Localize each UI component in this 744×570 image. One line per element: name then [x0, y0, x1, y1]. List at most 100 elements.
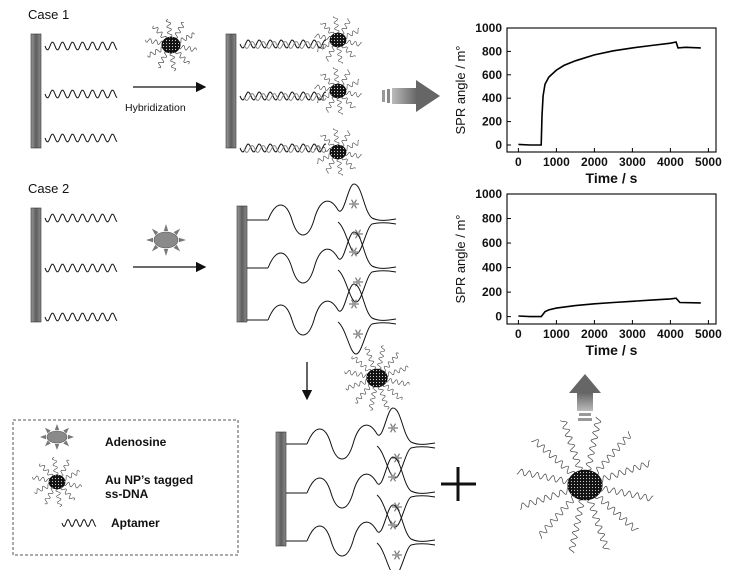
adenosine-mark-core	[390, 425, 396, 431]
x-axis-label: Time / s	[586, 170, 638, 186]
gold-nanoparticle	[567, 469, 603, 501]
dna-arm	[341, 96, 356, 109]
dna-arm	[314, 84, 332, 92]
aptamer-strand	[44, 312, 118, 322]
aptamer-strand	[337, 321, 397, 355]
adenosine-spike	[44, 427, 51, 434]
dna-arm	[385, 378, 410, 387]
case1-label: Case 1	[28, 7, 69, 22]
dna-arm	[316, 92, 332, 103]
dna-arm	[587, 498, 610, 550]
dna-arm	[333, 16, 340, 34]
au-np-bound-case1	[314, 16, 362, 176]
big-right-arrow	[382, 80, 440, 112]
x-tick-label: 2000	[581, 327, 608, 341]
adenosine-body	[153, 231, 179, 249]
dna-arm	[147, 46, 164, 58]
substrate-rod-case2-bound	[236, 205, 248, 323]
legend-aptamer-label: Aptamer	[111, 516, 160, 530]
dna-arm	[355, 383, 372, 404]
dna-arm	[44, 487, 54, 505]
aptamer-strand	[44, 133, 118, 143]
dna-arm	[60, 487, 75, 501]
aptamer-strand	[44, 213, 118, 223]
aptamer-strand	[306, 407, 436, 460]
adenosine-mark-core	[351, 301, 357, 307]
dna-arm	[344, 151, 362, 159]
adenosine-spike	[173, 228, 181, 236]
au-np-tagged-dna-case1-reagent	[145, 18, 197, 72]
x-tick-label: 3000	[619, 327, 646, 341]
dna-arm	[178, 32, 195, 44]
dna-arm	[560, 420, 583, 472]
dna-arm	[595, 494, 639, 531]
aptamer-icon	[61, 518, 97, 528]
dna-arm	[325, 96, 335, 113]
adenosine-mark-core	[351, 201, 357, 207]
dna-arm	[145, 38, 164, 45]
dna-arm	[178, 45, 197, 52]
dna-arm	[165, 18, 173, 38]
adenosine-mark-core	[355, 331, 361, 337]
aptamer-strand	[376, 494, 436, 528]
dna-arm	[32, 475, 51, 483]
dna-arm	[34, 483, 51, 495]
aptamer-strand	[239, 39, 327, 49]
complementary-strand	[243, 40, 327, 50]
dna-arm	[539, 495, 576, 539]
adenosine-mark-core	[355, 279, 361, 285]
dna-arm	[351, 356, 372, 373]
aptamer-strand	[376, 445, 436, 479]
adenosine-spike	[40, 434, 46, 440]
dna-arm	[63, 481, 82, 489]
dna-arm	[516, 468, 571, 485]
y-tick-label: 0	[495, 310, 502, 324]
y-tick-label: 200	[482, 285, 502, 299]
dna-arm	[345, 378, 369, 391]
dna-arm	[314, 33, 332, 41]
dna-arm	[377, 386, 390, 410]
aptamer-strand	[267, 283, 397, 336]
y-tick-label: 600	[482, 236, 502, 250]
adenosine-body	[46, 430, 68, 444]
dna-arm	[341, 130, 351, 147]
adenosine-mark-core	[394, 552, 400, 558]
aptamer-strand	[306, 456, 436, 509]
dna-arm	[382, 383, 403, 400]
hybridized-strands-case1	[239, 39, 327, 154]
aptamer-strands-case2	[44, 213, 118, 322]
dna-arm	[152, 25, 167, 40]
substrate-rod-case2	[30, 207, 42, 323]
y-axis-label: SPR angle / m°	[453, 45, 468, 134]
dna-arm	[325, 45, 335, 62]
dna-arm	[344, 79, 360, 90]
y-tick-label: 600	[482, 68, 502, 82]
x-tick-label: 2000	[581, 155, 608, 169]
legend-adenosine-label: Adenosine	[105, 435, 167, 449]
aptamer-strand	[239, 91, 327, 101]
dna-arm	[175, 50, 190, 65]
aptamer-strand	[44, 263, 118, 273]
dna-arm	[520, 487, 572, 510]
dna-arm	[344, 39, 362, 47]
adenosine-spike	[151, 228, 159, 236]
aptamer-strand	[376, 542, 436, 570]
dna-arm	[333, 67, 340, 85]
adenosine-reagent	[146, 224, 186, 256]
dna-arm	[320, 22, 335, 35]
plot-frame	[506, 193, 717, 325]
dna-arm	[336, 158, 343, 176]
gold-nanoparticle	[366, 368, 388, 388]
adenosine-spike	[68, 434, 74, 440]
x-tick-label: 5000	[695, 155, 722, 169]
dna-arm	[344, 28, 360, 39]
aptamer-strand	[337, 221, 397, 255]
gold-nanoparticle	[329, 32, 347, 48]
dna-arm	[377, 345, 386, 370]
folded-aptamer-adenosine-result	[286, 407, 436, 570]
y-tick-label: 400	[482, 261, 502, 275]
dna-arm	[55, 488, 62, 508]
aptamer-strand	[267, 231, 397, 284]
au-np-tagged-dna-added	[344, 345, 410, 411]
dna-arm	[344, 140, 360, 151]
